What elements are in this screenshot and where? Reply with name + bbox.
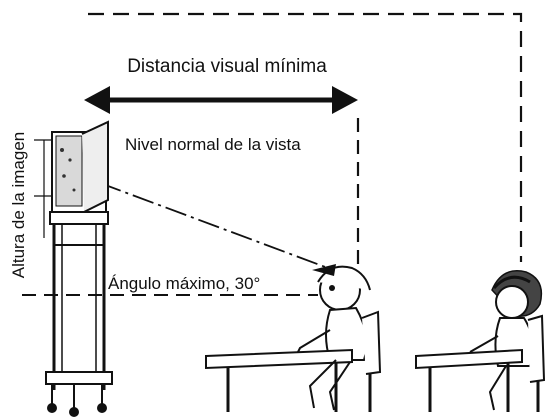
sight-line bbox=[99, 182, 329, 269]
image-height-label: Altura de la imagen bbox=[9, 132, 28, 278]
arrow-right-head bbox=[332, 86, 358, 114]
arrow-left-head bbox=[84, 86, 110, 114]
max-angle-label: Ángulo máximo, 30° bbox=[108, 274, 260, 293]
cap-brim bbox=[312, 264, 336, 276]
outer-dashed-frame bbox=[88, 12, 523, 262]
tv-stand bbox=[45, 120, 113, 417]
distance-arrow bbox=[84, 86, 358, 114]
min-distance-label: Distancia visual mínima bbox=[127, 56, 327, 77]
front-student bbox=[205, 264, 382, 412]
eye-level-label: Nivel normal de la vista bbox=[125, 135, 301, 154]
back-student bbox=[415, 270, 546, 412]
